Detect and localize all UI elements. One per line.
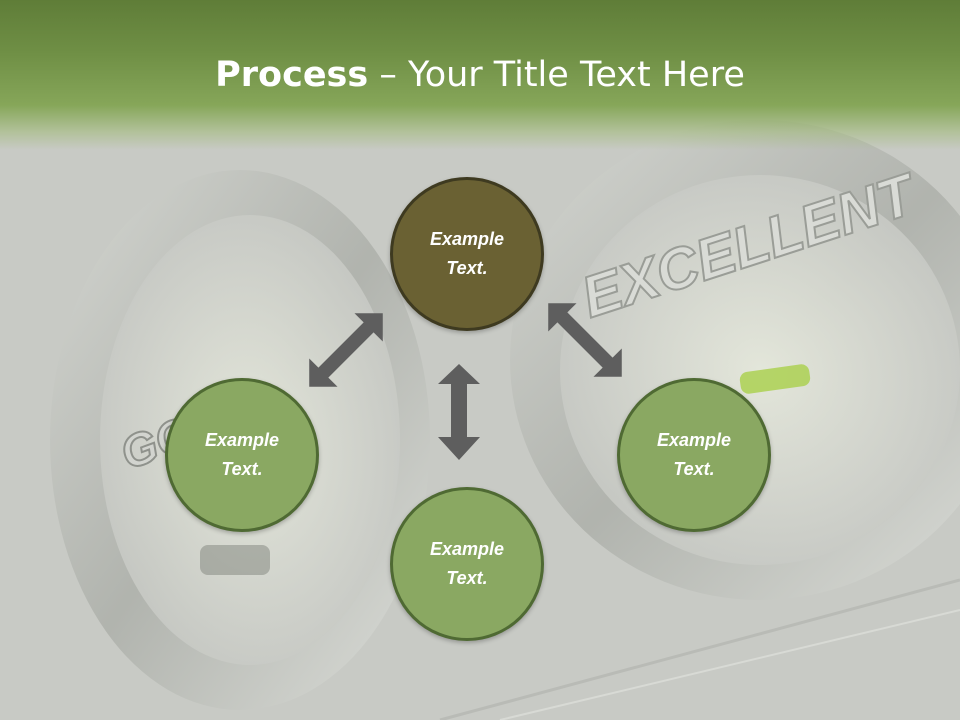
node-left-line1: Example [204, 430, 280, 450]
node-bottom-line2: Text. [446, 568, 488, 588]
node-top-line2: Text. [446, 258, 488, 278]
title-rest: – Your Title Text Here [368, 55, 745, 95]
arrow-vertical [438, 364, 480, 460]
slide-title: Process – Your Title Text Here [0, 52, 960, 98]
arrow-left-diagonal [309, 313, 383, 387]
node-left-line2: Text. [221, 459, 263, 479]
node-right-line2: Text. [673, 459, 715, 479]
arrow-right-diagonal [548, 303, 622, 377]
title-bold: Process [215, 55, 369, 95]
header-band [0, 0, 960, 150]
node-top-line1: Example [429, 229, 505, 249]
node-right-line1: Example [656, 430, 732, 450]
node-bottom-line1: Example [429, 539, 505, 559]
